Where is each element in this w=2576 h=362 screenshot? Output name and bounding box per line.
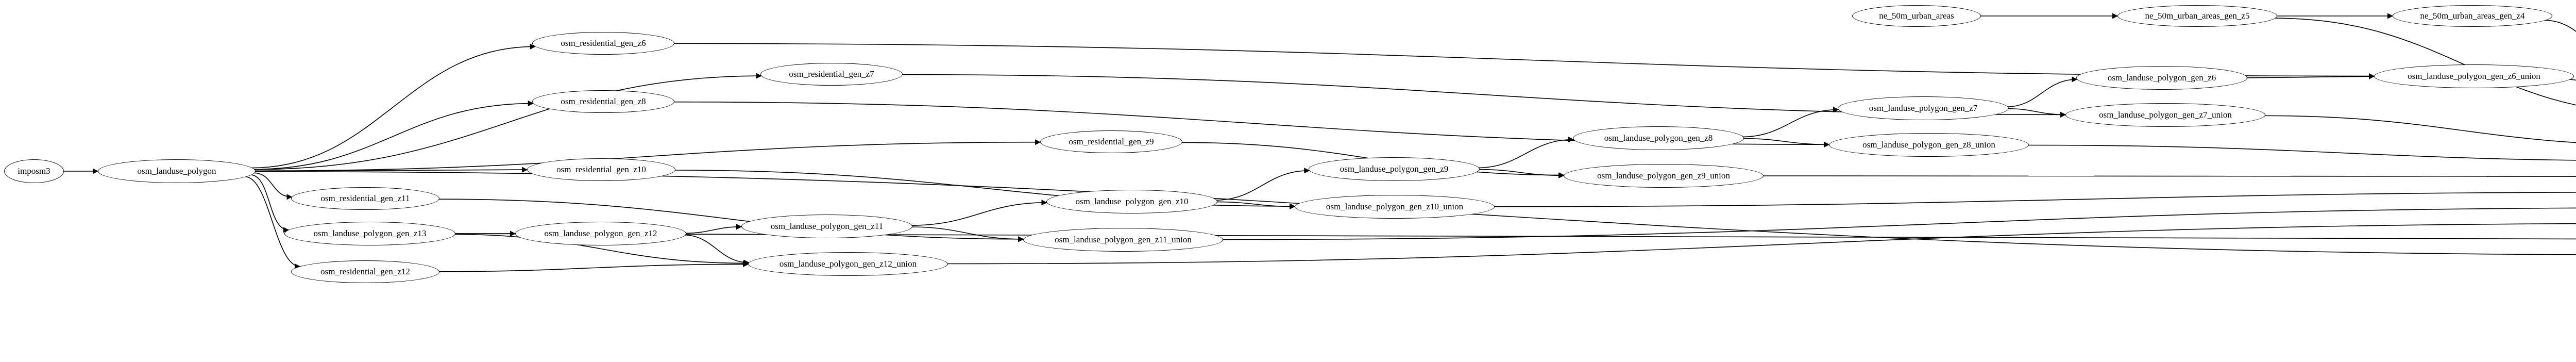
graph-node-label: osm_residential_gen_z10 [556, 164, 646, 174]
graph-node-label: osm_residential_gen_z9 [1069, 137, 1154, 146]
graph-node-label: osm_landuse_polygon_gen_z12 [544, 228, 657, 238]
graph-edge [684, 224, 742, 234]
graph-node-ne_50m_urban_areas[interactable]: ne_50m_urban_areas [1852, 5, 1981, 27]
graph-node-osm_landuse_polygon_gen_z11[interactable]: osm_landuse_polygon_gen_z11 [741, 215, 912, 238]
graph-node-label: osm_landuse_polygon_gen_z10_union [1326, 202, 1464, 211]
graph-node-osm_landuse_polygon_gen_z12_union[interactable]: osm_landuse_polygon_gen_z12_union [748, 252, 948, 276]
graph-node-osm_landuse_polygon[interactable]: osm_landuse_polygon [98, 159, 256, 183]
graph-node-label: osm_landuse_polygon_gen_z12_union [779, 259, 917, 269]
graph-node-osm_landuse_polygon_gen_z10[interactable]: osm_landuse_polygon_gen_z10 [1046, 190, 1217, 213]
graph-node-osm_landuse_polygon_gen_z9[interactable]: osm_landuse_polygon_gen_z9 [1309, 157, 1480, 181]
graph-node-label: osm_landuse_polygon_gen_z6_union [2408, 71, 2540, 81]
graph-node-label: imposm3 [18, 166, 50, 176]
graph-edge [250, 174, 290, 233]
graph-node-label: osm_landuse_polygon_gen_z11 [770, 221, 884, 231]
graph-edge [1221, 207, 2576, 240]
graph-node-osm_landuse_polygon_gen_z7_union[interactable]: osm_landuse_polygon_gen_z7_union [2065, 103, 2265, 127]
graph-node-osm_landuse_polygon_gen_z6_union[interactable]: osm_landuse_polygon_gen_z6_union [2374, 64, 2574, 88]
graph-edge [245, 176, 301, 270]
graph-edge [2544, 20, 2576, 32]
graph-node-osm_landuse_polygon_gen_z8[interactable]: osm_landuse_polygon_gen_z8 [1573, 126, 1744, 150]
graph-node-ne_50m_urban_areas_gen_z5[interactable]: ne_50m_urban_areas_gen_z5 [2117, 5, 2277, 27]
graph-node-osm_residential_gen_z9[interactable]: osm_residential_gen_z9 [1040, 130, 1182, 153]
graph-edge [1493, 192, 2576, 207]
graph-edge [253, 139, 1041, 172]
graph-edge [253, 167, 528, 173]
graph-node-label: osm_residential_gen_z11 [320, 193, 410, 203]
graph-node-label: ne_50m_urban_areas [1879, 11, 1954, 21]
graph-node-label: osm_landuse_polygon_gen_z7_union [2099, 110, 2232, 120]
graph-edge [437, 199, 1024, 242]
graph-node-ne_50m_urban_areas_gen_z4[interactable]: ne_50m_urban_areas_gen_z4 [2393, 5, 2552, 27]
graph-node-label: osm_landuse_polygon_gen_z13 [313, 228, 427, 238]
graph-node-label: osm_residential_gen_z6 [561, 38, 646, 48]
graph-node-label: osm_residential_gen_z12 [320, 267, 410, 276]
graph-node-label: osm_landuse_polygon_gen_z8_union [1862, 140, 1995, 150]
graph-edge [2007, 108, 2066, 118]
graph-node-label: osm_landuse_polygon_gen_z6 [2107, 73, 2216, 83]
graph-node-label: ne_50m_urban_areas_gen_z5 [2145, 11, 2250, 21]
graph-node-label: osm_landuse_polygon [137, 166, 216, 176]
graph-edge [250, 43, 536, 169]
graph-edge [2263, 115, 2576, 143]
graph-node-osm_landuse_polygon_gen_z11_union[interactable]: osm_landuse_polygon_gen_z11_union [1023, 228, 1223, 252]
graph-edge [438, 261, 749, 272]
graph-edge [2027, 144, 2576, 161]
graph-node-label: osm_landuse_polygon_gen_z9_union [1597, 171, 1730, 180]
graph-node-label: osm_landuse_polygon_gen_z9 [1340, 164, 1449, 174]
graph-edge [2006, 76, 2078, 107]
graph-node-osm_residential_gen_z7[interactable]: osm_residential_gen_z7 [760, 63, 903, 86]
graph-node-osm_residential_gen_z6[interactable]: osm_residential_gen_z6 [532, 32, 674, 55]
graph-node-osm_landuse_polygon_gen_z7[interactable]: osm_landuse_polygon_gen_z7 [1838, 96, 2009, 120]
graph-node-label: osm_landuse_polygon_gen_z7 [1869, 103, 1978, 113]
graph-edge [1742, 138, 1830, 148]
graph-node-imposm3[interactable]: imposm3 [4, 159, 64, 183]
graph-edge [253, 172, 293, 200]
graph-node-label: osm_landuse_polygon_gen_z8 [1604, 133, 1713, 143]
graph-edge [910, 200, 1047, 226]
graph-edge [2245, 73, 2375, 79]
graph-edge [684, 234, 750, 266]
graph-node-osm_landuse_polygon_gen_z6[interactable]: osm_landuse_polygon_gen_z6 [2076, 66, 2247, 90]
graph-node-label: osm_landuse_polygon_gen_z11_union [1055, 235, 1192, 244]
graph-edge [1215, 168, 1310, 201]
graph-edge [253, 73, 762, 170]
graph-node-label: osm_residential_gen_z8 [561, 96, 646, 106]
graph-node-osm_residential_gen_z11[interactable]: osm_residential_gen_z11 [291, 187, 439, 210]
graph-edge [1741, 106, 1839, 138]
graph-edge [946, 223, 2576, 265]
graph-node-label: osm_landuse_polygon_gen_z10 [1075, 196, 1189, 206]
graph-node-osm_landuse_polygon_gen_z10_union[interactable]: osm_landuse_polygon_gen_z10_union [1295, 195, 1495, 219]
graph-node-osm_landuse_polygon_gen_z8_union[interactable]: osm_landuse_polygon_gen_z8_union [1829, 133, 2029, 157]
graph-edge [1477, 137, 1574, 169]
graph-node-osm_residential_gen_z10[interactable]: osm_residential_gen_z10 [527, 158, 675, 181]
graph-node-osm_residential_gen_z12[interactable]: osm_residential_gen_z12 [291, 260, 439, 283]
graph-node-label: osm_residential_gen_z7 [789, 69, 874, 79]
graph-edge [673, 43, 2375, 79]
graph-node-osm_residential_gen_z8[interactable]: osm_residential_gen_z8 [532, 90, 674, 113]
graph-edge [453, 234, 749, 267]
graph-node-osm_landuse_polygon_gen_z9_union[interactable]: osm_landuse_polygon_gen_z9_union [1564, 164, 1764, 188]
graph-edge [252, 100, 534, 170]
graph-node-osm_landuse_polygon_gen_z13[interactable]: osm_landuse_polygon_gen_z13 [284, 222, 455, 245]
graph-node-label: ne_50m_urban_areas_gen_z4 [2420, 11, 2525, 21]
graph-node-osm_landuse_polygon_gen_z12[interactable]: osm_landuse_polygon_gen_z12 [515, 222, 686, 245]
